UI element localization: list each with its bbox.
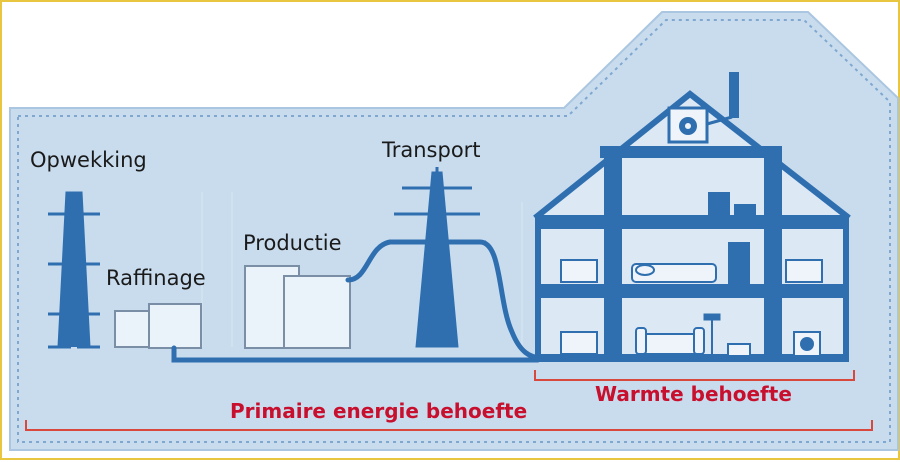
- label-warmte-behoefte: Warmte behoefte: [595, 382, 792, 406]
- lamp-icon: [703, 313, 721, 354]
- label-opwekking: Opwekking: [30, 148, 147, 172]
- label-primaire-energie-behoefte: Primaire energie behoefte: [230, 399, 528, 423]
- bed-icon: [631, 263, 717, 283]
- chimney-icon: [729, 72, 739, 118]
- refinery-icon: [114, 303, 202, 349]
- radiator-icon: [560, 259, 823, 355]
- background-dotted-outline: [17, 19, 891, 443]
- label-transport: Transport: [382, 138, 481, 162]
- drilling-tower-icon: [48, 191, 100, 382]
- label-raffinage: Raffinage: [106, 266, 206, 290]
- heat-pump-icon: [793, 331, 821, 357]
- pylon-icon: [388, 167, 486, 348]
- sofa-icon: [635, 327, 705, 355]
- primary-energy-bracket: [25, 420, 873, 431]
- heat-demand-bracket: [534, 370, 855, 381]
- factory-icon: [244, 265, 351, 349]
- label-productie: Productie: [243, 231, 342, 255]
- house-icon: [533, 72, 851, 362]
- fan-icon: [679, 117, 697, 135]
